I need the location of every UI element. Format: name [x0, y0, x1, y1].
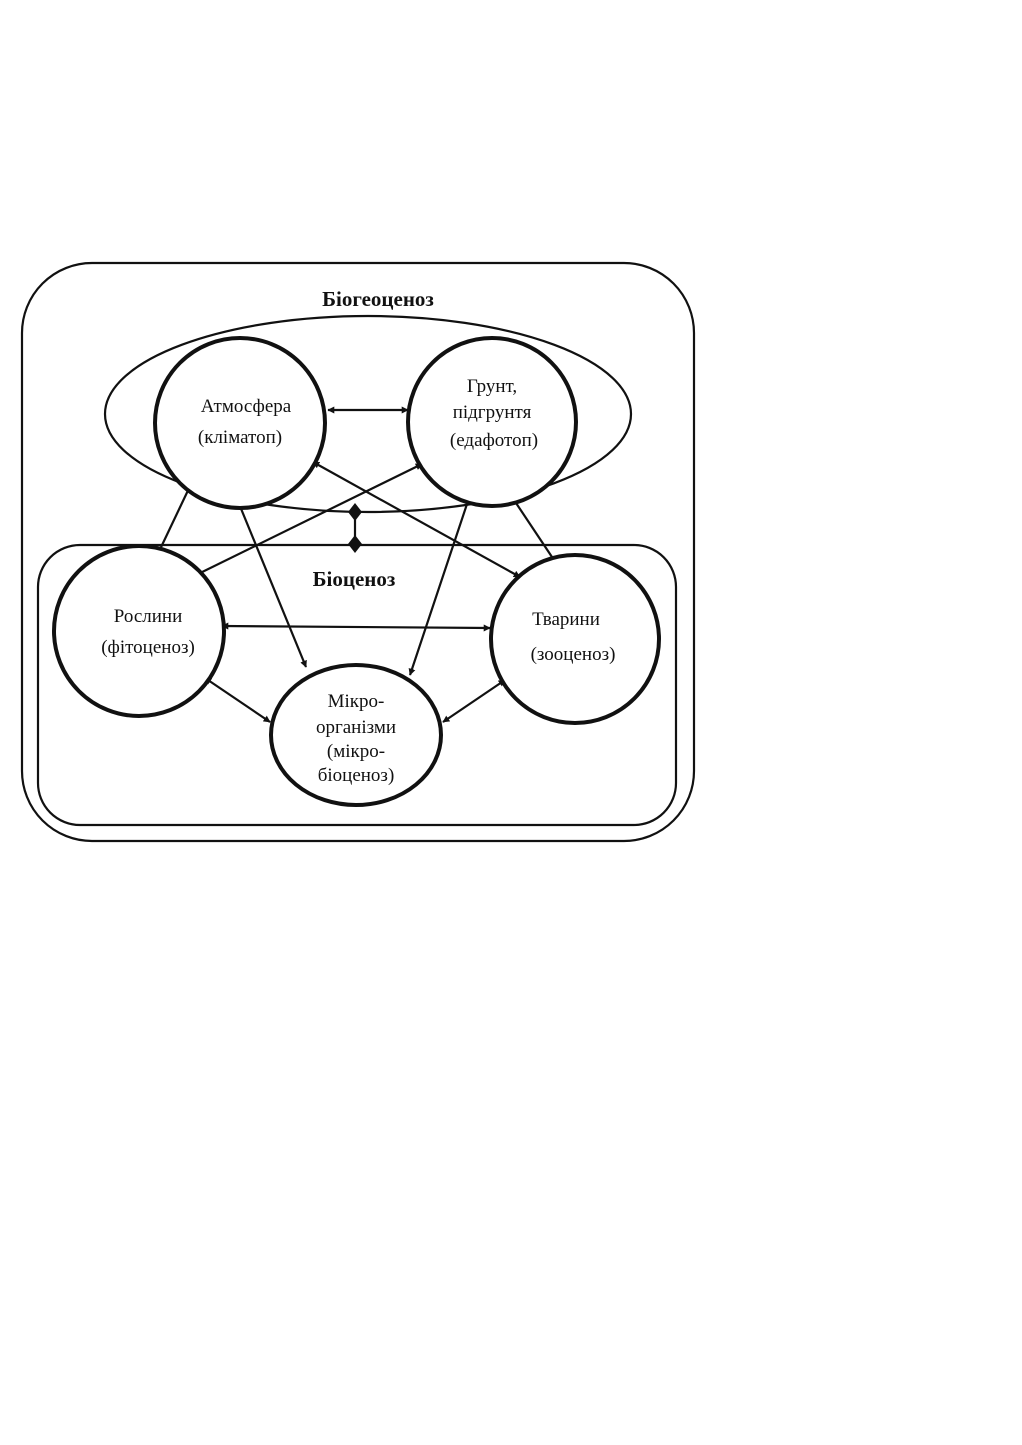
microorganisms-sublabel: (мікро- — [327, 741, 385, 762]
arrow-plants-animals — [222, 626, 490, 628]
arrow-animals-microorganisms — [443, 680, 505, 722]
microorganisms-sublabel-line2: біоценоз) — [318, 765, 395, 786]
node-soil: Грунт, підгрунтя (едафотоп) — [408, 338, 576, 506]
soil-sublabel: (едафотоп) — [450, 430, 538, 451]
node-animals: Тварини (зооценоз) — [491, 555, 659, 723]
arrow-atmosphere-microorganisms — [235, 494, 306, 667]
arrow-plants-microorganisms — [205, 678, 270, 722]
arrow-soil-animals — [512, 497, 556, 563]
biogeocenosis-title: Біогеоценоз — [322, 287, 434, 311]
soil-label-line2: підгрунтя — [453, 402, 532, 423]
atmosphere-label: Атмосфера — [201, 396, 292, 417]
biocenosis-title: Біоценоз — [313, 567, 396, 591]
plants-label: Рослини — [114, 606, 183, 627]
ecotope-biocenosis-link — [348, 503, 362, 553]
node-atmosphere: Атмосфера (кліматоп) — [155, 338, 325, 508]
plants-sublabel: (фітоценоз) — [101, 637, 195, 658]
node-microorganisms: Мікро- організми (мікро- біоценоз) — [271, 665, 441, 805]
microorganisms-label: Мікро- — [328, 691, 385, 712]
node-plants: Рослини (фітоценоз) — [54, 546, 224, 716]
microorganisms-label-line2: організми — [316, 717, 396, 738]
soil-label: Грунт, — [467, 376, 517, 397]
atmosphere-sublabel: (кліматоп) — [198, 427, 282, 448]
animals-label: Тварини — [532, 609, 600, 630]
animals-sublabel: (зооценоз) — [531, 644, 616, 665]
